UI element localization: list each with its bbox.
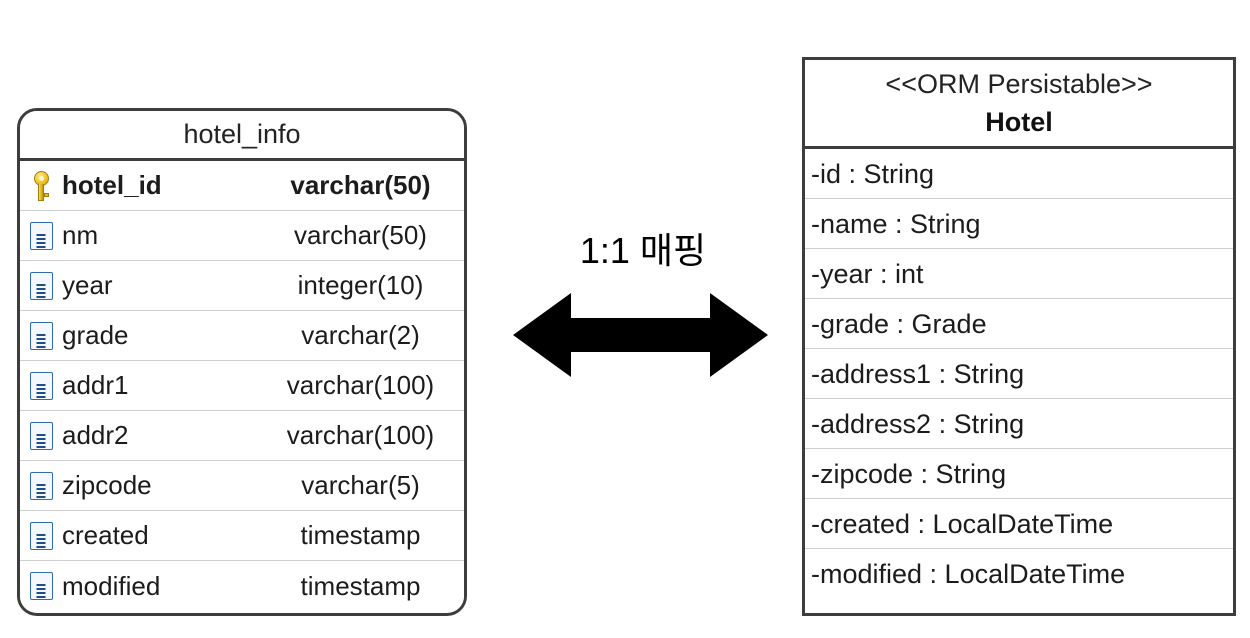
column-icon-cell: [20, 321, 62, 350]
column-icon-cell: [20, 271, 62, 300]
uml-class-name: Hotel: [985, 107, 1053, 137]
uml-attribute: -year : int: [805, 249, 1233, 299]
column-icon-cell: [20, 221, 62, 250]
key-icon: [33, 170, 49, 201]
column-type: varchar(50): [294, 220, 427, 250]
table-column-list: hotel_id varchar(50) nm varchar(50) year inte…: [20, 161, 464, 611]
table-row: zipcode varchar(5): [20, 461, 464, 511]
column-icon: [29, 572, 53, 600]
table-row: nm varchar(50): [20, 211, 464, 261]
uml-attribute: -zipcode : String: [805, 449, 1233, 499]
uml-stereotype: <<ORM Persistable>>: [885, 69, 1153, 99]
table-row: addr1 varchar(100): [20, 361, 464, 411]
column-type: varchar(2): [301, 320, 420, 350]
uml-attribute: -address2 : String: [805, 399, 1233, 449]
column-name: year: [62, 270, 113, 300]
column-icon-cell: [20, 521, 62, 550]
mapping-label: 1:1 매핑: [579, 230, 707, 271]
column-type: timestamp: [300, 570, 421, 601]
uml-attribute: -name : String: [805, 199, 1233, 249]
uml-class-header: <<ORM Persistable>> Hotel: [805, 60, 1233, 149]
column-type: timestamp: [300, 520, 421, 550]
uml-attribute: -grade : Grade: [805, 299, 1233, 349]
table-row: addr2 varchar(100): [20, 411, 464, 461]
column-name: grade: [62, 320, 129, 350]
uml-attribute: -address1 : String: [805, 349, 1233, 399]
column-icon: [29, 321, 53, 350]
column-icon: [29, 271, 53, 300]
column-icon: [29, 471, 53, 500]
column-type: varchar(50): [290, 170, 431, 200]
column-icon: [29, 521, 53, 550]
column-name: addr2: [62, 420, 129, 450]
column-name: modified: [62, 570, 161, 601]
column-type: varchar(5): [301, 470, 420, 500]
table-row: hotel_id varchar(50): [20, 161, 464, 211]
table-row: year integer(10): [20, 261, 464, 311]
column-name: addr1: [62, 370, 129, 400]
column-type: varchar(100): [286, 370, 435, 400]
table-row: grade varchar(2): [20, 311, 464, 361]
column-icon: [29, 421, 53, 450]
uml-attribute: -created : LocalDateTime: [805, 499, 1233, 549]
column-icon-cell: [20, 170, 62, 201]
table-name-header: hotel_info: [20, 111, 464, 161]
database-table-hotel-info: hotel_info hotel_id varchar(50) nm varchar(…: [17, 108, 467, 616]
uml-class-hotel: <<ORM Persistable>> Hotel -id : String-n…: [802, 57, 1236, 616]
column-icon-cell: [20, 421, 62, 450]
column-icon-cell: [20, 572, 62, 600]
double-headed-arrow-icon: [513, 293, 768, 377]
uml-attribute: -id : String: [805, 149, 1233, 199]
table-row: modified timestamp: [20, 561, 464, 611]
uml-attribute-list: -id : String-name : String-year : int-gr…: [805, 149, 1233, 599]
column-type: integer(10): [297, 270, 424, 300]
column-name: created: [62, 520, 149, 550]
column-name: hotel_id: [62, 170, 162, 200]
column-icon-cell: [20, 371, 62, 400]
column-icon: [29, 221, 53, 250]
column-icon-cell: [20, 471, 62, 500]
uml-attribute: -modified : LocalDateTime: [811, 559, 1126, 589]
column-icon: [29, 371, 53, 400]
column-name: zipcode: [62, 470, 152, 500]
table-row: created timestamp: [20, 511, 464, 561]
column-name: nm: [62, 220, 99, 250]
column-type: varchar(100): [286, 420, 435, 450]
